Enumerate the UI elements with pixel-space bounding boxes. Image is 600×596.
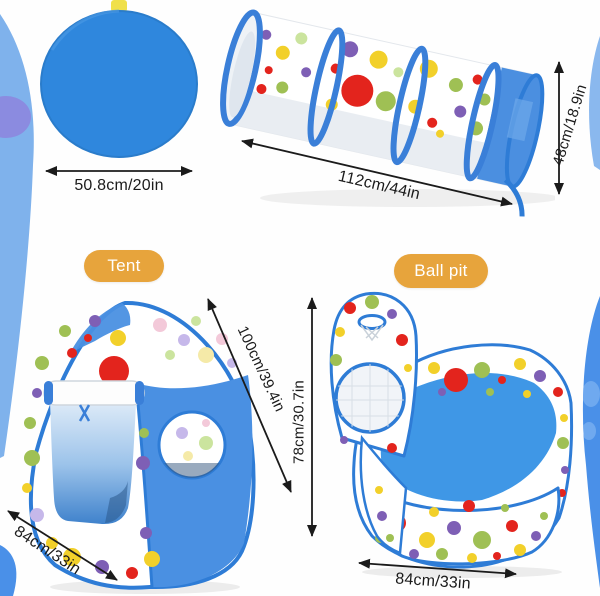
tunnel-length-arrow	[241, 138, 513, 207]
folded-width-label: 50.8cm/20in	[74, 177, 164, 194]
wave-left	[0, 14, 34, 458]
wave-purple-patch	[0, 96, 31, 138]
tunnel-dots	[252, 29, 491, 138]
tent-badge: Tent	[84, 250, 164, 282]
ball-pit-back-dots	[428, 358, 569, 497]
basketball-hoop	[357, 314, 387, 330]
tent-door-opening	[50, 392, 137, 525]
ball-pit-width-arrow	[358, 558, 517, 579]
tent-height-arrow	[207, 298, 292, 493]
ball-pit-floor	[380, 372, 557, 502]
ball-pit-badge: Ball pit	[394, 254, 488, 288]
folded-tent-illustration	[40, 0, 198, 158]
hang-tab	[111, 0, 127, 12]
wave-right	[582, 296, 600, 588]
ball-pit-height-label: 78cm/30.7in	[290, 380, 308, 464]
hoop-net	[360, 324, 384, 342]
tent-door-tie	[78, 404, 91, 422]
tent-width-arrow	[7, 510, 118, 581]
ball-pit-panel	[329, 291, 418, 458]
wave-top-right	[589, 36, 600, 170]
ball-pit-illustration	[329, 291, 574, 578]
